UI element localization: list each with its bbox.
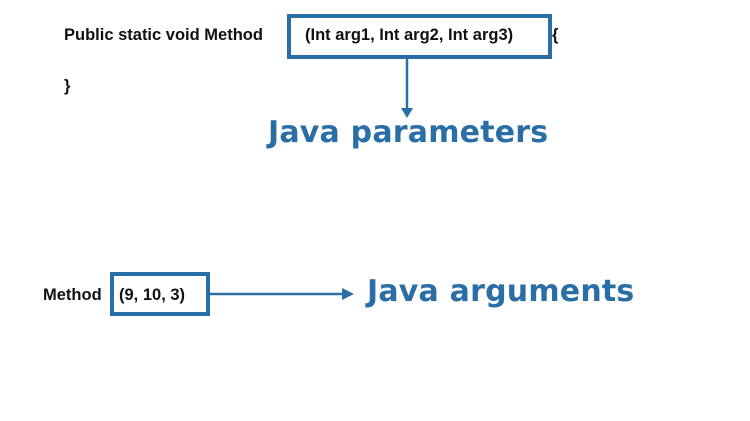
parameters-arrow: [401, 59, 413, 118]
open-brace-text: {: [552, 26, 559, 44]
method-signature-text: Public static void Method: [64, 26, 263, 44]
parameters-highlight-box: [287, 14, 552, 59]
arguments-list-text: (9, 10, 3): [119, 286, 186, 304]
java-arguments-label: Java arguments: [367, 274, 635, 309]
arguments-highlight-box: [110, 272, 210, 316]
parameters-list-text: (Int arg1, Int arg2, Int arg3): [305, 26, 514, 44]
close-brace-text: }: [64, 77, 71, 95]
arguments-arrowhead: [342, 288, 354, 300]
java-parameters-label: Java parameters: [268, 115, 549, 150]
arguments-arrow: [210, 288, 354, 300]
method-call-text: Method: [43, 286, 102, 304]
